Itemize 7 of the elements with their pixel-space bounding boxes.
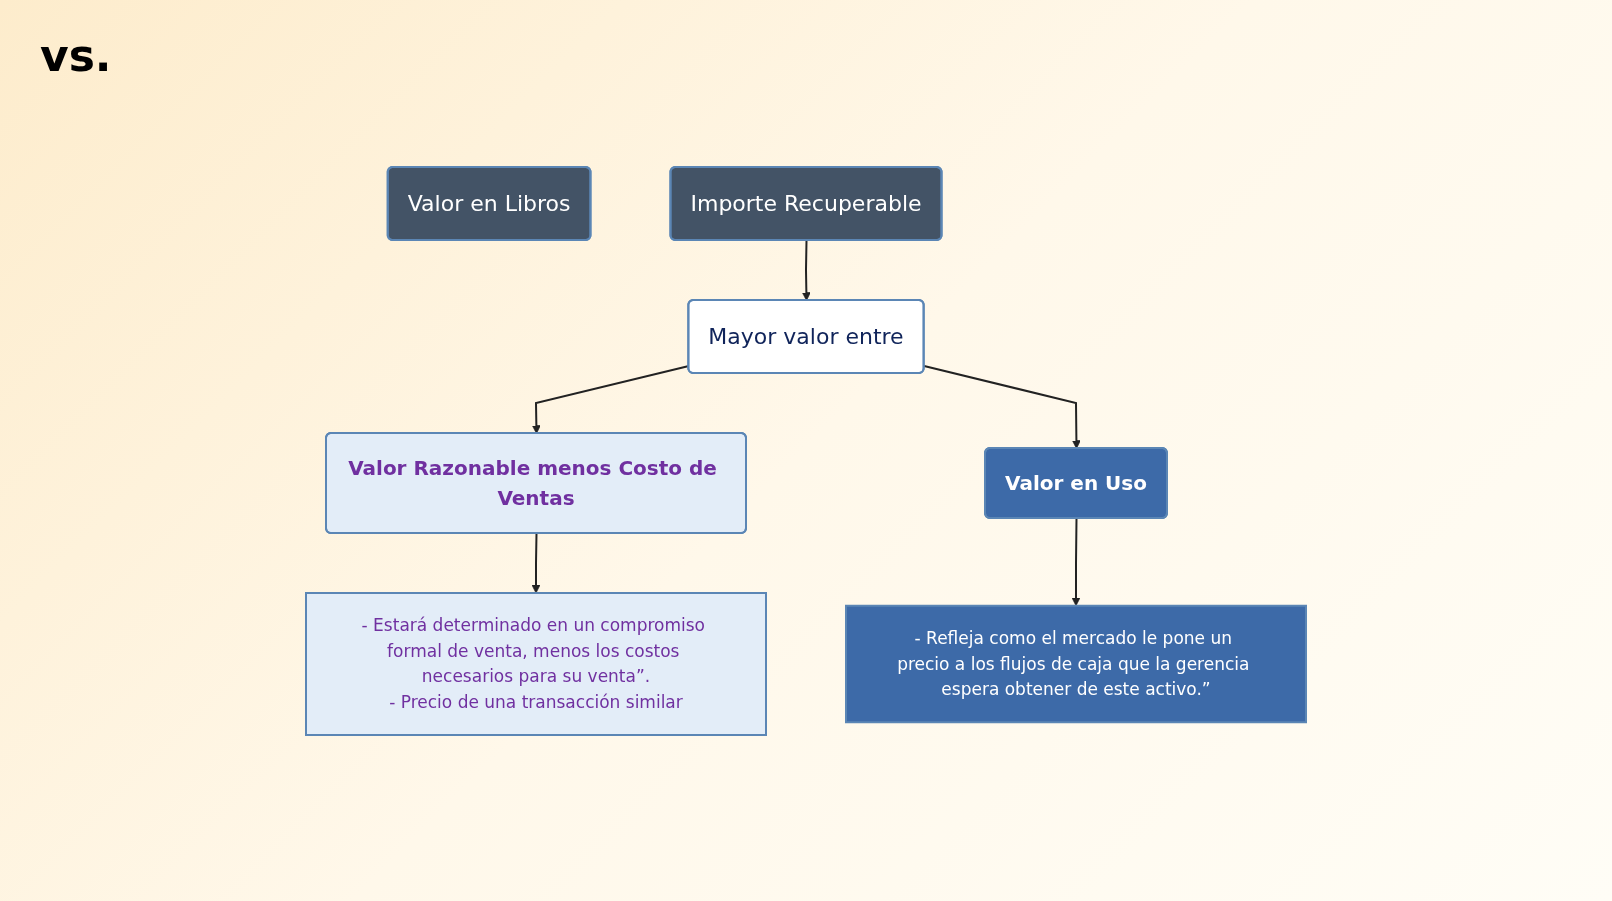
- arrow: [801, 239, 811, 301]
- node-box: - Estará determinado en un compromiso formal de venta, menos los costos necesarios para su venta”. - Precio de una transacción similar: [305, 591, 767, 736]
- arrow: [923, 364, 1081, 449]
- arrow: [531, 532, 541, 593]
- versus-label: vs.: [40, 30, 112, 81]
- node-box: - Refleja como el mercado le pone un precio a los flujos de caja que la gerencia espera obtener de este activo.”: [845, 604, 1307, 723]
- arrow: [1071, 517, 1081, 606]
